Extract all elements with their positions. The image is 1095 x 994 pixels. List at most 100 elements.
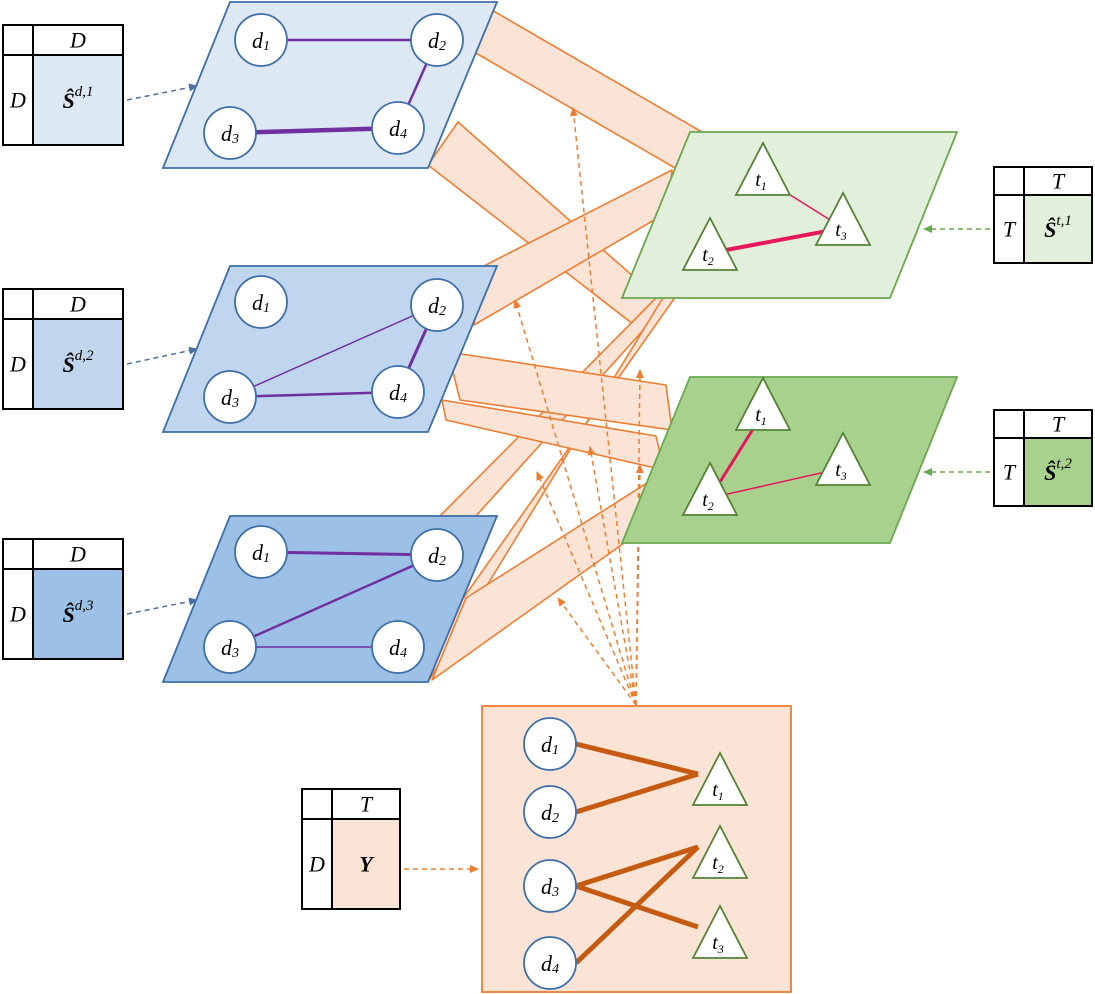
drug-node-label: d4 — [389, 635, 407, 661]
drug-node — [410, 278, 464, 332]
matrix-symbol: Y — [359, 852, 375, 877]
drug-similarity-edge — [229, 304, 438, 398]
matrix-symbol: Ŝt,1 — [1044, 213, 1072, 242]
drug-node-label: d4 — [389, 380, 407, 406]
interaction-drug-label: d4 — [541, 951, 559, 977]
drug-graph-1: d1 d2 d3 d4 — [161, 1, 499, 169]
target-graph-plane — [620, 376, 959, 544]
matrix-col-label: D — [69, 292, 86, 317]
drug-node-label: d1 — [252, 28, 270, 54]
drug-similarity-edge — [229, 390, 399, 399]
matrix-row-label: D — [9, 602, 26, 627]
drug-similarity-matrix-3: D D Ŝd,3 — [2, 538, 198, 660]
matrix-body — [1024, 195, 1092, 263]
drug-node — [203, 620, 257, 674]
interaction-drug-node — [523, 859, 577, 913]
target-similarity-matrix-1: T T Ŝt,1 — [923, 166, 1093, 264]
target-node-label: t2 — [702, 489, 714, 513]
target-node — [734, 141, 792, 196]
drug-node — [234, 525, 288, 579]
target-similarity-edge — [709, 226, 844, 255]
drug-node — [371, 620, 425, 674]
drug-graph-2: d1 d2 d3 d4 — [161, 265, 499, 433]
drug-graph-3: d1 d2 d3 d4 — [161, 515, 499, 683]
matrix-arrow — [126, 346, 198, 365]
matrix-frame — [993, 166, 1093, 264]
drug-similarity-matrix-1: D D Ŝd,1 — [2, 24, 198, 146]
interaction-dashed-arrow — [513, 299, 637, 706]
drug-node-label: d3 — [221, 385, 239, 411]
target-node-label: t1 — [755, 404, 767, 428]
target-node — [681, 216, 739, 271]
matrix-col-label: D — [69, 28, 86, 53]
matrix-row-label: D — [308, 852, 325, 877]
drug-node-label: d2 — [428, 543, 446, 569]
interaction-drug-node — [523, 717, 577, 771]
matrix-row-label: D — [9, 88, 26, 113]
interaction-target-label: t1 — [712, 779, 724, 803]
interaction-dashed-arrow — [587, 446, 637, 706]
drug-node — [203, 106, 257, 160]
matrix-arrow — [126, 597, 198, 615]
matrix-body — [332, 819, 400, 909]
interaction-target-node — [691, 824, 749, 879]
drug-node — [410, 528, 464, 582]
interaction-dashed-arrow — [569, 107, 637, 706]
drug-similarity-edge — [260, 550, 438, 557]
interaction-target-node — [691, 751, 749, 806]
matrix-row-label: T — [1003, 217, 1017, 242]
drug-node-label: d3 — [221, 121, 239, 147]
interaction-drug-node — [523, 936, 577, 990]
interaction-target-label: t3 — [712, 932, 724, 956]
drug-node-label: d3 — [221, 635, 239, 661]
matrix-body — [33, 569, 123, 659]
interaction-drug-node — [523, 785, 577, 839]
matrix-col-label: T — [1052, 169, 1066, 194]
matrix-symbol: Ŝt,2 — [1044, 456, 1072, 485]
matrix-frame — [2, 538, 124, 660]
drug-node-label: d2 — [428, 28, 446, 54]
matrix-symbol: Ŝd,2 — [63, 348, 95, 377]
matrix-body — [33, 319, 123, 409]
interaction-edge — [574, 845, 700, 965]
interaction-edge — [575, 741, 699, 777]
matrix-frame — [2, 288, 124, 410]
target-node — [681, 461, 739, 516]
target-node-label: t1 — [755, 169, 767, 193]
drug-node-label: d1 — [252, 290, 270, 316]
interaction-edge — [575, 771, 699, 815]
drug-node — [371, 365, 425, 419]
interaction-edge — [575, 844, 699, 889]
matrix-symbol: Ŝd,3 — [63, 598, 94, 627]
matrix-col-label: D — [69, 542, 86, 567]
drug-node-label: d1 — [252, 540, 270, 566]
interaction-drug-label: d3 — [541, 874, 559, 900]
interaction-target-node — [691, 904, 749, 959]
target-node-label: t3 — [835, 219, 847, 243]
drug-similarity-matrix-2: D D Ŝd,2 — [2, 288, 198, 410]
interaction-drug-label: d1 — [541, 732, 559, 758]
matrix-row-label: D — [9, 352, 26, 377]
target-node — [734, 376, 792, 431]
connection-band — [473, 1, 703, 173]
drug-node — [234, 275, 288, 329]
matrix-symbol: Ŝd,1 — [63, 84, 94, 113]
drug-similarity-edge — [229, 125, 399, 136]
target-node — [814, 191, 872, 246]
interaction-drug-label: d2 — [541, 800, 559, 826]
drug-node — [203, 370, 257, 424]
drug-node-label: d4 — [389, 116, 407, 142]
interaction-dashed-arrow — [536, 471, 637, 706]
drug-node-label: d2 — [428, 293, 446, 319]
drug-similarity-edge — [229, 553, 438, 649]
matrix-body — [33, 55, 123, 145]
interaction-dashed-arrow — [557, 597, 637, 706]
interaction-fan-arrows — [513, 107, 644, 706]
target-similarity-edge — [709, 467, 844, 499]
matrix-body — [1024, 438, 1092, 506]
